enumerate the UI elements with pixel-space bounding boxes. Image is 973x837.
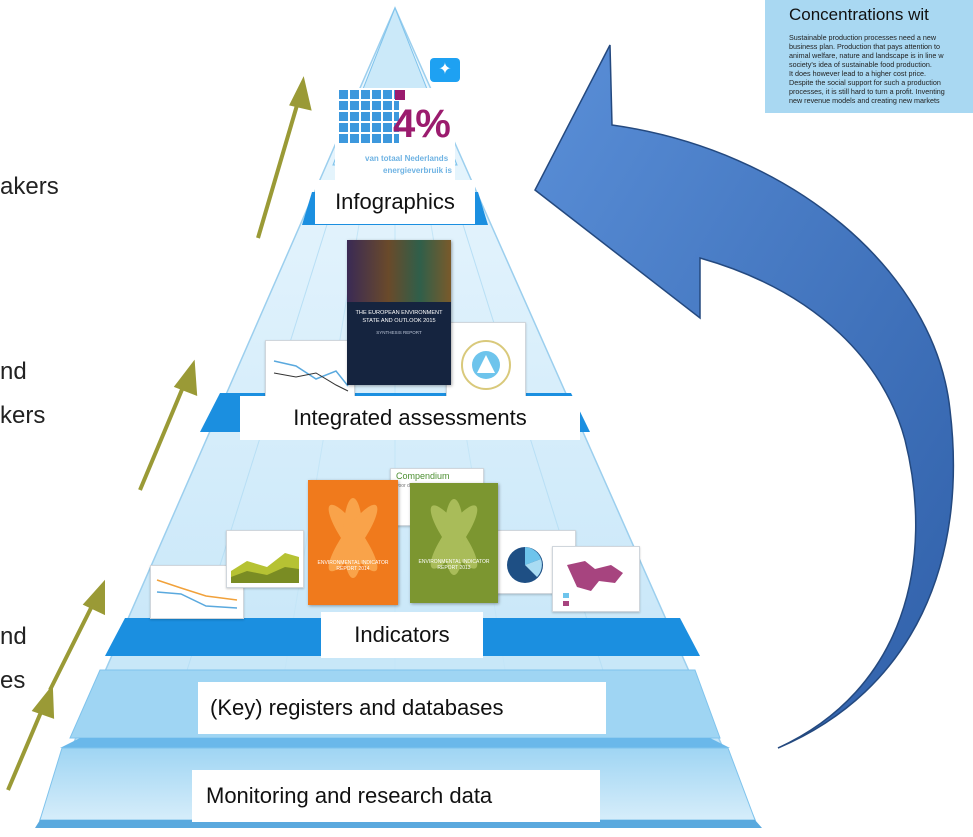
- infographic-percent: 4%: [393, 102, 451, 146]
- assessment-report-cover: THE EUROPEAN ENVIRONMENT STATE AND OUTLO…: [347, 240, 451, 385]
- callout-title: Concentrations wit: [789, 5, 929, 24]
- indicator-area-thumbnail: [226, 530, 304, 588]
- callout-line: society's idea of sustainable food produ…: [789, 60, 932, 69]
- twitter-icon: ✦: [430, 58, 460, 82]
- infographic-thumbnail: 4% van totaal Nederlands energieverbruik…: [335, 88, 455, 180]
- indicator-report-2013-title: ENVIRONMENTAL INDICATOR REPORT 2013: [418, 559, 490, 571]
- layer-label-integrated: Integrated assessments: [240, 396, 580, 440]
- left-text-fragment: es: [0, 667, 26, 694]
- assessment-diagram-thumbnail: [446, 322, 526, 402]
- indicator-map-thumbnail: [552, 546, 640, 612]
- cycle-arrow: [534, 44, 955, 749]
- assessment-report-title-1: THE EUROPEAN ENVIRONMENT: [355, 310, 443, 316]
- left-text-fragment: kers: [0, 402, 46, 429]
- callout-line: It does however lead to a higher cost pr…: [789, 69, 927, 78]
- growth-arrows: [6, 76, 312, 791]
- left-text-fragment: akers: [0, 173, 59, 200]
- indicator-report-2014-title: ENVIRONMENTAL INDICATOR REPORT 2014: [317, 560, 389, 572]
- concentrations-callout: Concentrations wit Sustainable productio…: [765, 0, 973, 113]
- infographic-caption-1: van totaal Nederlands: [365, 154, 449, 163]
- callout-line: processes, it is still hard to turn a pr…: [789, 87, 945, 96]
- left-text-fragment: nd: [0, 358, 27, 385]
- infographic-caption-2: energieverbruik is: [383, 166, 452, 175]
- callout-line: Sustainable production processes need a …: [789, 33, 937, 42]
- layer-label-monitoring: Monitoring and research data: [192, 770, 600, 822]
- callout-body: Sustainable production processes need a …: [789, 33, 973, 105]
- assessment-chart-thumbnail: [265, 340, 355, 404]
- assessment-report-title-2: STATE AND OUTLOOK 2015: [362, 318, 436, 324]
- layer-label-registers: (Key) registers and databases: [198, 682, 606, 734]
- compendium-title: Compendium: [396, 471, 450, 481]
- callout-line: animal welfare, nature and landscape is …: [789, 51, 944, 60]
- callout-line: new revenue models and creating new mark…: [789, 96, 940, 105]
- callout-line: business plan. Production that pays atte…: [789, 42, 941, 51]
- indicator-report-2013-cover: ENVIRONMENTAL INDICATOR REPORT 2013: [410, 483, 498, 603]
- callout-line: Despite the social support for such a pr…: [789, 78, 941, 87]
- left-text-fragment: nd: [0, 623, 27, 650]
- layer-label-infographics: Infographics: [315, 180, 475, 224]
- layer-label-indicators: Indicators: [321, 612, 483, 658]
- assessment-report-subtitle: SYNTHESIS REPORT: [376, 330, 422, 335]
- indicator-report-2014-cover: ENVIRONMENTAL INDICATOR REPORT 2014: [308, 480, 398, 605]
